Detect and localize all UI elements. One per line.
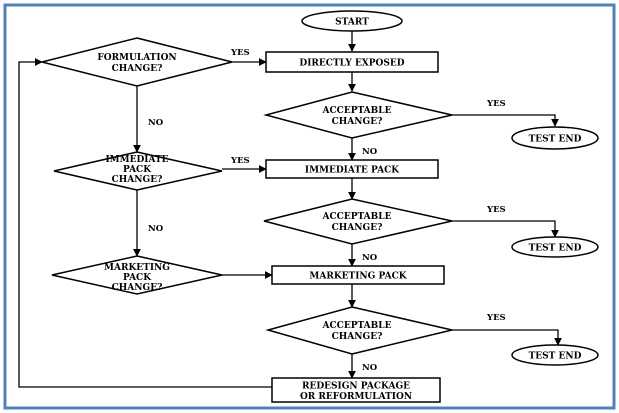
svg-text:OR REFORMULATION: OR REFORMULATION [300, 392, 412, 402]
node-test-end-2: TEST END [511, 236, 599, 258]
node-marketing-pack: MARKETING PACK [271, 265, 445, 285]
svg-text:CHANGE?: CHANGE? [332, 117, 383, 127]
node-test-end-3: TEST END [511, 344, 599, 366]
node-immediate-pack: IMMEDIATE PACK [265, 159, 439, 179]
svg-text:CHANGE?: CHANGE? [332, 223, 383, 233]
svg-text:CHANGE?: CHANGE? [112, 175, 163, 185]
edge-acceptable-3-yes [452, 329, 562, 346]
node-acceptable-change-1: ACCEPTABLE CHANGE? [263, 91, 453, 139]
node-test-end-1: TEST END [511, 126, 599, 150]
edge-acceptable-2-yes [452, 220, 559, 238]
svg-text:CHANGE?: CHANGE? [112, 64, 163, 74]
svg-text:TEST END: TEST END [529, 244, 582, 254]
label-immediate-no: NO [148, 224, 164, 234]
label-immediate-yes: YES [230, 156, 250, 166]
svg-text:REDESIGN PACKAGE: REDESIGN PACKAGE [302, 382, 410, 392]
node-acceptable-change-2: ACCEPTABLE CHANGE? [263, 198, 453, 245]
label-acceptable-1-yes: YES [486, 99, 506, 109]
label-acceptable-2-yes: YES [486, 205, 506, 215]
label-formulation-yes: YES [230, 48, 250, 58]
node-redesign-package: REDESIGN PACKAGE OR REFORMULATION [271, 377, 441, 403]
node-formulation-change: FORMULATION CHANGE? [41, 37, 233, 87]
label-acceptable-2-no: NO [362, 253, 378, 263]
edge-acceptable-1-yes [452, 114, 559, 127]
label-acceptable-3-no: NO [362, 363, 378, 373]
node-directly-exposed: DIRECTLY EXPOSED [265, 51, 439, 73]
node-acceptable-change-3: ACCEPTABLE CHANGE? [265, 306, 453, 355]
svg-text:DIRECTLY EXPOSED: DIRECTLY EXPOSED [299, 59, 404, 69]
connectors [18, 31, 562, 388]
svg-text:IMMEDIATE PACK: IMMEDIATE PACK [305, 166, 400, 176]
svg-text:TEST END: TEST END [529, 135, 582, 145]
svg-text:PACK: PACK [123, 165, 152, 175]
svg-text:MARKETING: MARKETING [104, 263, 170, 273]
svg-text:FORMULATION: FORMULATION [97, 53, 176, 63]
label-acceptable-3-yes: YES [486, 313, 506, 323]
svg-text:CHANGE?: CHANGE? [332, 332, 383, 342]
svg-text:ACCEPTABLE: ACCEPTABLE [322, 106, 392, 116]
label-formulation-no: NO [148, 118, 164, 128]
svg-text:MARKETING PACK: MARKETING PACK [309, 272, 407, 282]
svg-text:ACCEPTABLE: ACCEPTABLE [322, 212, 392, 222]
label-acceptable-1-no: NO [362, 147, 378, 157]
node-start: START [301, 10, 403, 32]
node-marketing-pack-change: MARKETING PACK CHANGE? [51, 255, 223, 295]
svg-text:IMMEDIATE: IMMEDIATE [105, 155, 168, 165]
svg-text:START: START [335, 18, 369, 28]
edge-redesign-loop [18, 58, 272, 388]
svg-text:TEST END: TEST END [529, 352, 582, 362]
svg-text:CHANGE?: CHANGE? [112, 283, 163, 293]
svg-text:PACK: PACK [123, 273, 152, 283]
node-immediate-pack-change: IMMEDIATE PACK CHANGE? [53, 151, 223, 191]
svg-text:ACCEPTABLE: ACCEPTABLE [322, 321, 392, 331]
